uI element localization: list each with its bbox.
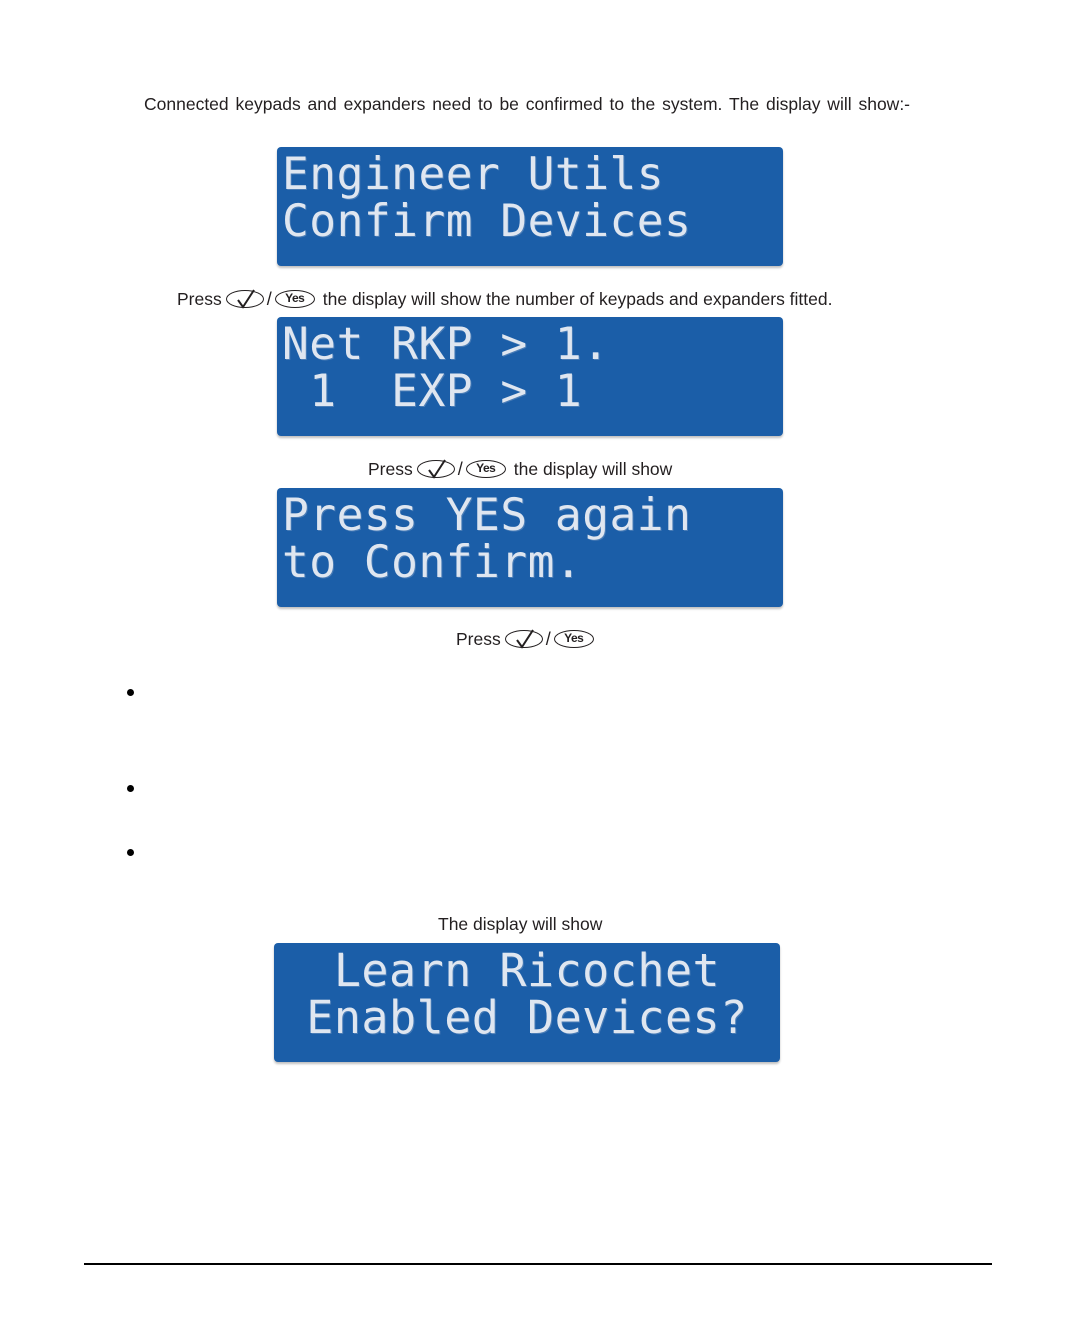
tick-yes-buttons: / Yes (416, 458, 506, 480)
slash-separator: / (457, 459, 463, 479)
caption-text: the display will show (513, 459, 673, 479)
lcd-line-1: Net RKP > 1. (282, 319, 610, 370)
lcd-line-2: Enabled Devices? (306, 991, 748, 1044)
lcd-display-net-rkp: Net RKP > 1. 1 EXP > 1 (277, 317, 783, 436)
tick-yes-buttons: / Yes (504, 628, 594, 650)
caption-press-yes-1: Press / Yes the display will show the nu… (177, 288, 833, 310)
intro-paragraph: Connected keypads and expanders need to … (144, 94, 911, 114)
tick-button-icon (416, 459, 455, 479)
lcd-display-press-yes-again: Press YES again to Confirm. (277, 488, 783, 607)
caption-display-will-show: The display will show (438, 914, 603, 934)
tick-button-icon (225, 289, 264, 309)
tick-yes-buttons: / Yes (225, 288, 315, 310)
press-label: Press (456, 629, 501, 649)
press-label: Press (368, 459, 413, 479)
bullet-point-3 (127, 849, 134, 856)
footer-divider (84, 1263, 992, 1265)
caption-press-yes-2: Press / Yes the display will show (368, 458, 672, 480)
lcd-display-engineer-utils: Engineer Utils Confirm Devices (277, 147, 783, 266)
caption-text: the display will show the number of keyp… (322, 289, 833, 309)
lcd-display-learn-ricochet: Learn Ricochet Enabled Devices? (274, 943, 780, 1062)
lcd-line-1: Learn Ricochet (333, 944, 721, 997)
lcd-line-1: Press YES again (282, 490, 692, 541)
tick-button-icon (504, 629, 543, 649)
bullet-point-2 (127, 785, 134, 792)
yes-button-icon: Yes (274, 290, 315, 308)
slash-separator: / (545, 629, 551, 649)
slash-separator: / (266, 289, 272, 309)
lcd-line-2: 1 EXP > 1 (282, 366, 583, 417)
lcd-line-2: Confirm Devices (282, 196, 692, 247)
bullet-point-1 (127, 689, 134, 696)
lcd-line-1: Engineer Utils (282, 149, 665, 200)
press-label: Press (177, 289, 222, 309)
yes-button-icon: Yes (553, 630, 594, 648)
lcd-line-2: to Confirm. (282, 537, 583, 588)
caption-press-yes-3: Press / Yes (456, 628, 594, 650)
yes-button-icon: Yes (465, 460, 506, 478)
